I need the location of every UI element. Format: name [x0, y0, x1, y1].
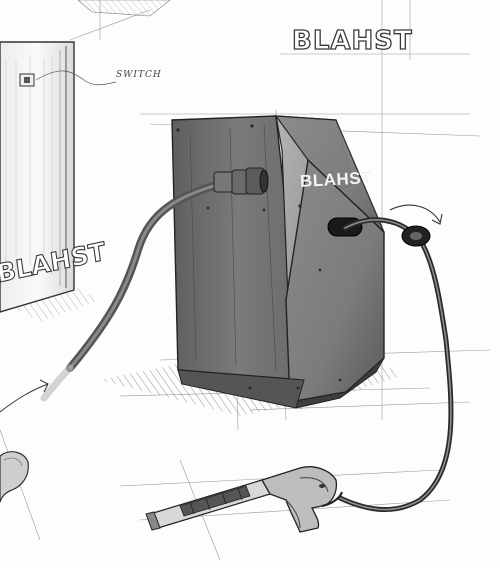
hose-stop-ball: [401, 225, 431, 247]
hose-reel-housing: [171, 115, 385, 409]
left-arrow: [0, 379, 49, 413]
spray-gun-partial: [0, 451, 29, 503]
cabinet: [0, 41, 100, 322]
rotation-arrow: [389, 204, 443, 225]
brand-logo-top: BLAHST: [291, 25, 413, 56]
switch-leader-line: [35, 70, 117, 86]
brand-logo-reel-housing: BLAHST: [299, 168, 373, 191]
inlet-hose: [40, 167, 269, 402]
switch-annotation: SWITCH: [116, 70, 162, 80]
spray-gun: [145, 466, 343, 533]
outlet-hose: [337, 217, 454, 512]
top-floor-hatch: [77, 0, 171, 17]
inlet-coupling: [213, 167, 269, 195]
